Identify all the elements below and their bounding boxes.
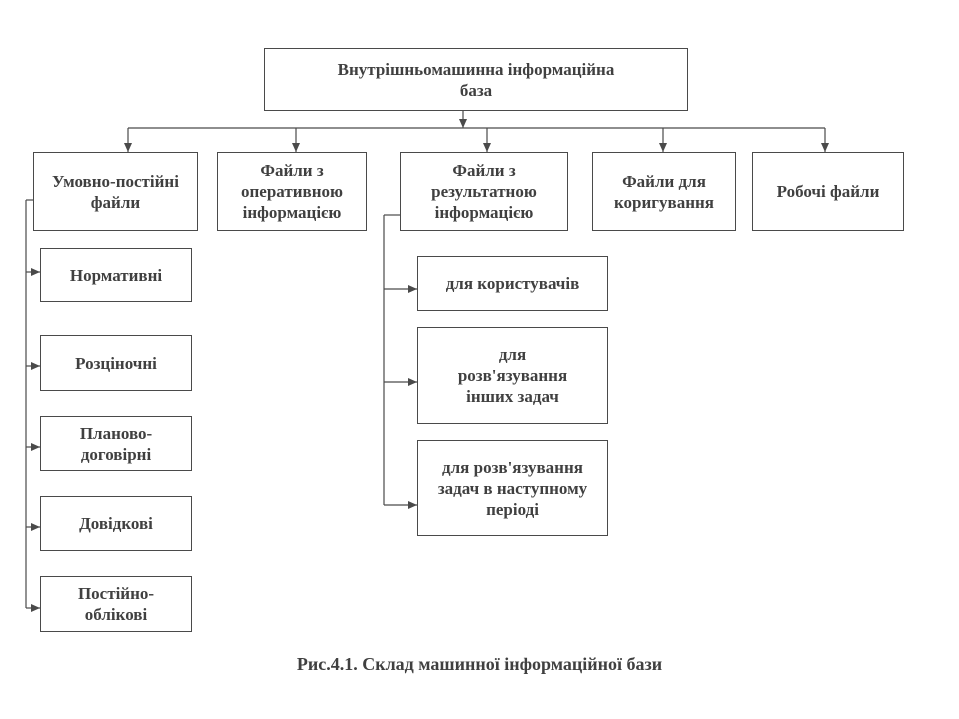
category-label: Умовно-постійні файли [52, 171, 179, 212]
sub-label: для розв'язування задач в наступному пер… [437, 457, 588, 519]
sub-normative: Нормативні [40, 248, 192, 302]
sub-label: Планово- договірні [79, 423, 153, 464]
sub-label: для користувачів [445, 274, 580, 293]
category-result-files: Файли з результатною інформацією [400, 152, 568, 231]
sub-next-period: для розв'язування задач в наступному пер… [417, 440, 608, 536]
sub-planned-contract: Планово- договірні [40, 416, 192, 471]
sub-for-users: для користувачів [417, 256, 608, 311]
category-operative-files: Файли з оперативною інформацією [217, 152, 367, 231]
sub-pricing: Розціночні [40, 335, 192, 391]
category-conditional-files: Умовно-постійні файли [33, 152, 198, 231]
sub-permanent-accounting: Постійно- облікові [40, 576, 192, 632]
category-label: Робочі файли [776, 182, 880, 201]
sub-label: Розціночні [75, 353, 157, 373]
sub-reference: Довідкові [40, 496, 192, 551]
category-label: Файли для коригування [613, 171, 714, 212]
sub-other-tasks: для розв'язування інших задач [417, 327, 608, 424]
root-label: Внутрішньомашинна інформаційна база [337, 59, 615, 100]
figure-caption: Рис.4.1. Склад машинної інформаційної ба… [296, 654, 663, 674]
sub-label: для розв'язування інших задач [457, 345, 568, 406]
category-working-files: Робочі файли [752, 152, 904, 231]
category-correction-files: Файли для коригування [592, 152, 736, 231]
category-label: Файли з результатною інформацією [431, 161, 537, 222]
sub-label: Постійно- облікові [77, 584, 155, 624]
sub-label: Довідкові [79, 514, 153, 533]
root-box: Внутрішньомашинна інформаційна база [264, 48, 688, 111]
sub-label: Нормативні [69, 265, 163, 285]
category-label: Файли з оперативною інформацією [241, 161, 343, 222]
